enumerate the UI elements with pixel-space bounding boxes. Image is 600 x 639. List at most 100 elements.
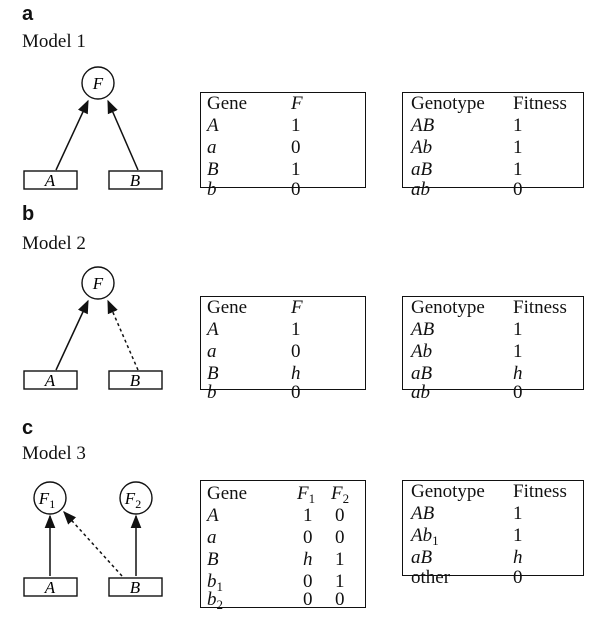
factor-f2-node bbox=[119, 481, 153, 515]
gene-cell: B bbox=[207, 363, 219, 384]
dashed-arrow-b-to-f bbox=[107, 299, 139, 371]
gene-cell: b bbox=[207, 179, 217, 200]
value-cell: 1 bbox=[291, 159, 301, 180]
table-row: AB 1 bbox=[403, 319, 583, 341]
gene-cell-b1: b1 bbox=[207, 571, 223, 594]
model-2-title: Model 2 bbox=[22, 233, 86, 254]
header-gene: Gene bbox=[207, 297, 248, 318]
arrow-a-to-f bbox=[55, 299, 89, 371]
genotype-cell: aB bbox=[411, 547, 433, 568]
value-cell: 0 bbox=[291, 179, 301, 200]
fitness-cell: 1 bbox=[513, 115, 523, 136]
model-3-title: Model 3 bbox=[22, 443, 86, 464]
gene-b-box bbox=[108, 577, 163, 597]
model-3-gene-table: Gene F1 F2 A 1 0 a 0 0 B h 1 b1 0 1 b2 0… bbox=[200, 480, 366, 611]
genotype-cell: Ab bbox=[411, 341, 433, 362]
table-row: ab 0 bbox=[403, 179, 583, 201]
header-fitness: Fitness bbox=[513, 481, 567, 502]
model-2-fitness-table: Genotype Fitness AB 1 Ab 1 aB h ab 0 bbox=[402, 296, 584, 403]
gene-cell: A bbox=[207, 115, 219, 136]
value-cell: 0 bbox=[291, 382, 301, 403]
table-row: b 0 bbox=[201, 382, 365, 404]
panel-label-b: b bbox=[22, 203, 35, 225]
gene-a-label: A bbox=[44, 371, 56, 390]
fitness-cell: 0 bbox=[513, 382, 523, 403]
table-header: Gene F bbox=[201, 297, 365, 319]
model-2-gene-table: Gene F A 1 a 0 B h b 0 bbox=[200, 296, 366, 403]
table-row: a 0 0 bbox=[201, 527, 365, 549]
fitness-cell: 1 bbox=[513, 137, 523, 158]
gene-a-label: A bbox=[44, 171, 56, 190]
header-gene: Gene bbox=[207, 483, 248, 504]
arrow-b-to-f bbox=[107, 99, 139, 171]
f2-cell: 0 bbox=[335, 589, 345, 610]
genotype-cell: AB bbox=[411, 503, 435, 524]
factor-f1-node bbox=[33, 481, 67, 515]
factor-f-label: F bbox=[92, 74, 104, 93]
genotype-cell: AB bbox=[411, 115, 435, 136]
panel-label-c: c bbox=[22, 417, 34, 439]
table-row: Ab1 1 bbox=[403, 525, 583, 547]
model-3-fitness-table: Genotype Fitness AB 1 Ab1 1 aB h other 0 bbox=[402, 480, 584, 588]
header-genotype: Genotype bbox=[411, 93, 485, 114]
model-1-title: Model 1 bbox=[22, 31, 86, 52]
table-row: a 0 bbox=[201, 137, 365, 159]
model-1-gene-table: Gene F A 1 a 0 B 1 b 0 bbox=[200, 92, 366, 200]
table-row: aB h bbox=[403, 363, 583, 385]
table-row: a 0 bbox=[201, 341, 365, 363]
fitness-cell: 0 bbox=[513, 179, 523, 200]
table-row: Ab 1 bbox=[403, 341, 583, 363]
table-row: b1 0 1 bbox=[201, 571, 365, 593]
table-row: AB 1 bbox=[403, 503, 583, 525]
table-row: B h 1 bbox=[201, 549, 365, 571]
value-cell: 0 bbox=[291, 137, 301, 158]
model-2-diagram: F A B bbox=[23, 266, 163, 390]
table-header: Gene F1 F2 bbox=[201, 483, 365, 505]
table-header: Genotype Fitness bbox=[403, 297, 583, 319]
value-cell: h bbox=[291, 363, 301, 384]
value-cell: 0 bbox=[291, 341, 301, 362]
dashed-arrow-b-to-f1 bbox=[63, 510, 123, 577]
gene-b-label: B bbox=[130, 371, 141, 390]
gene-cell: a bbox=[207, 341, 217, 362]
model-1-diagram: F A B bbox=[23, 66, 163, 190]
f1-cell: 0 bbox=[303, 571, 313, 592]
f1-cell: 0 bbox=[303, 527, 313, 548]
table-header: Genotype Fitness bbox=[403, 481, 583, 503]
f1-cell: 1 bbox=[303, 505, 313, 526]
fitness-cell: 1 bbox=[513, 341, 523, 362]
gene-a-label: A bbox=[44, 578, 56, 597]
table-row: AB 1 bbox=[403, 115, 583, 137]
f1-cell: 0 bbox=[303, 589, 313, 610]
fitness-cell: 1 bbox=[513, 525, 523, 546]
table-header: Gene F bbox=[201, 93, 365, 115]
arrow-a-to-f bbox=[55, 99, 89, 171]
gene-a-box bbox=[23, 370, 78, 390]
table-row: Ab 1 bbox=[403, 137, 583, 159]
model-1-fitness-table: Genotype Fitness AB 1 Ab 1 aB 1 ab 0 bbox=[402, 92, 584, 200]
genotype-cell: AB bbox=[411, 319, 435, 340]
factor-f-node bbox=[81, 266, 115, 300]
table-row: aB h bbox=[403, 547, 583, 569]
genotype-cell: ab bbox=[411, 382, 430, 403]
gene-b-label: B bbox=[130, 171, 141, 190]
table-row: b 0 bbox=[201, 179, 365, 201]
table-row: B 1 bbox=[201, 159, 365, 181]
factor-f-label: F bbox=[92, 274, 104, 293]
gene-cell: b bbox=[207, 382, 217, 403]
factor-f-node bbox=[81, 66, 115, 100]
fitness-cell: h bbox=[513, 363, 523, 384]
gene-b-box bbox=[108, 170, 163, 190]
fitness-cell: 1 bbox=[513, 319, 523, 340]
table-row: ab 0 bbox=[403, 382, 583, 404]
gene-b-label: B bbox=[130, 578, 141, 597]
panel-label-a: a bbox=[22, 3, 34, 25]
genotype-cell: aB bbox=[411, 159, 433, 180]
value-cell: 1 bbox=[291, 319, 301, 340]
gene-cell: B bbox=[207, 159, 219, 180]
header-fitness: Fitness bbox=[513, 93, 567, 114]
header-f: F bbox=[291, 93, 303, 114]
table-row: other 0 bbox=[403, 567, 583, 589]
table-row: b2 0 0 bbox=[201, 589, 365, 611]
fitness-cell: 0 bbox=[513, 567, 523, 588]
